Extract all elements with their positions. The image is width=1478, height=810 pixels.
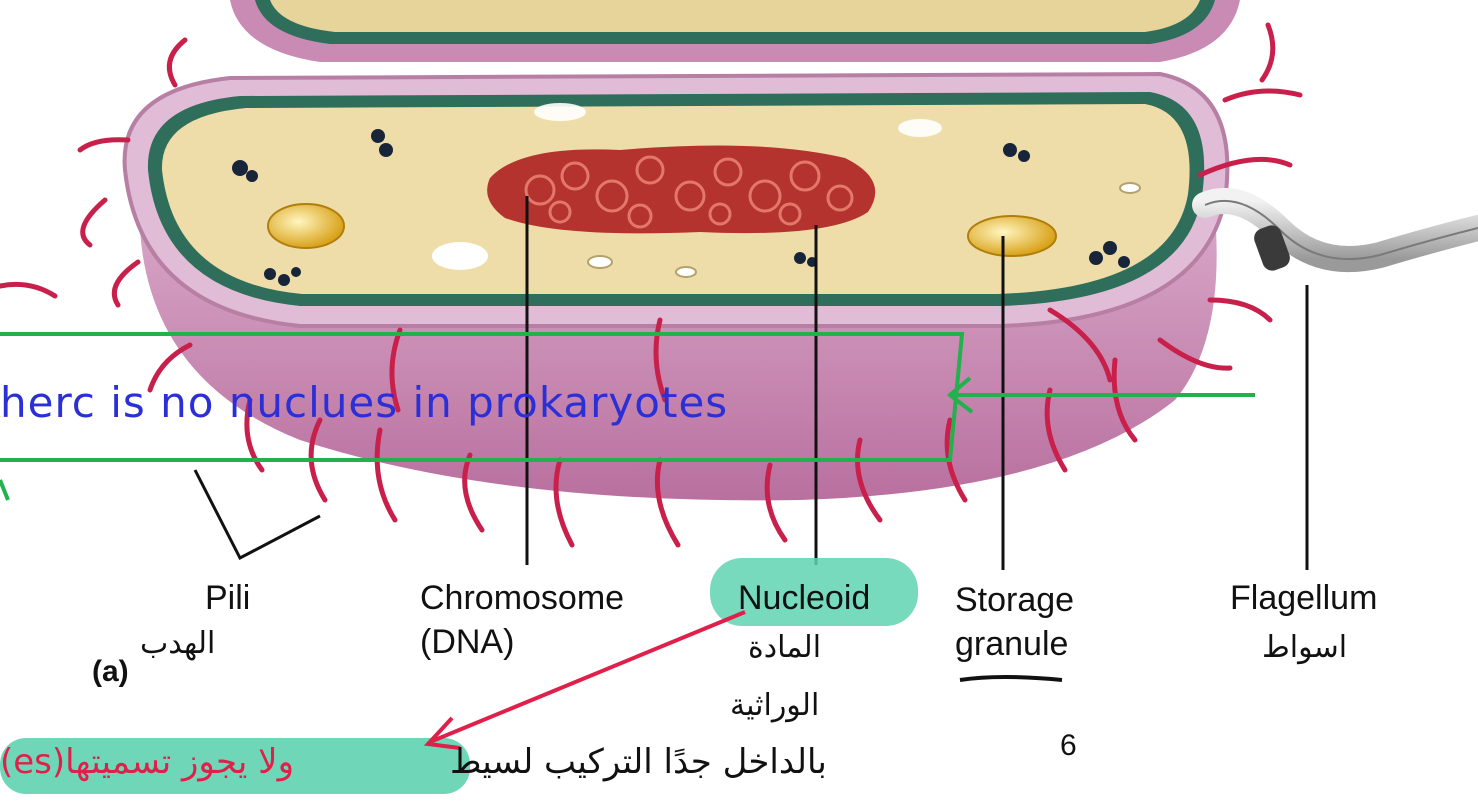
annotation-flagellum-arabic: اسواط [1262, 630, 1347, 665]
nucleoid [487, 146, 875, 234]
chromosome-label: Chromosome [420, 578, 624, 618]
pili-label: Pili [205, 578, 250, 618]
granule-underline [960, 677, 1062, 680]
nucleoid-label: Nucleoid [738, 578, 870, 618]
upper-cell [230, 0, 1240, 62]
flagellum-label: Flagellum [1230, 578, 1377, 618]
annotation-nucleoid-arabic-2: الوراثية [730, 688, 819, 723]
annotation-bottom-arabic-red: ولا يجوز تسميتها(es) [0, 742, 294, 782]
page-number: 6 [1060, 726, 1077, 766]
panel-label: (a) [92, 652, 129, 692]
storage-label: Storage [955, 580, 1074, 620]
chromosome-sublabel: (DNA) [420, 622, 514, 662]
annotation-pili-arabic: الهدب [140, 626, 215, 661]
annotation-bottom-arabic: بالداخل جدًا التركيب لسيط [450, 742, 827, 782]
storage-granule-left [268, 204, 344, 248]
cell-wall [125, 74, 1228, 500]
storage-sublabel: granule [955, 624, 1068, 664]
annotation-nucleoid-arabic-1: المادة [748, 630, 821, 665]
storage-granule [968, 216, 1056, 256]
flagellum [1205, 201, 1478, 274]
annotation-note-english: herc is no nuclues in prokaryotes [0, 378, 728, 427]
